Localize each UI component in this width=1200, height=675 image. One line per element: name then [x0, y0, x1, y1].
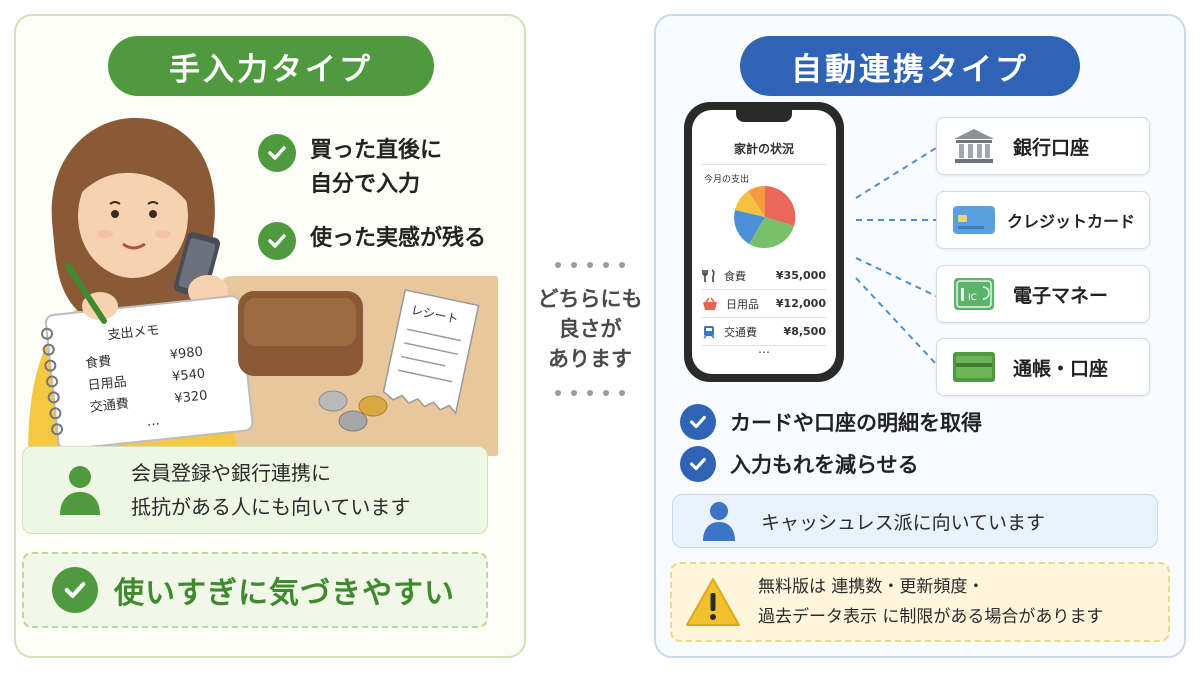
- service-passbook: 通帳・口座: [936, 338, 1150, 396]
- check-icon: [680, 404, 716, 440]
- person-icon: [60, 466, 100, 515]
- auto-type-title: 自動連携タイプ: [740, 36, 1080, 96]
- phone-screen: 家計の状況 今月の支出 食費 ¥35,000 日用品 ¥12,000 交通費 ¥…: [692, 110, 836, 374]
- pen-icon: [65, 263, 107, 324]
- expense-row-food: 食費 ¥35,000: [702, 262, 826, 290]
- basket-icon: [703, 297, 717, 310]
- notebook: 支出メモ 食費 ¥980 日用品 ¥540 交通費 ¥320 …: [41, 295, 254, 451]
- notebook-title: 支出メモ: [107, 323, 160, 343]
- ic-card-icon: IC: [951, 274, 997, 314]
- coins-icon: [318, 390, 388, 432]
- middle-message: どちらにも 良さが あります: [537, 287, 643, 371]
- free-plan-warning: 無料版は 連携数・更新頻度・ 過去データ表示 に制限がある場合があります: [670, 562, 1170, 642]
- bank-icon: [951, 126, 997, 166]
- check-icon: [680, 446, 716, 482]
- service-credit-card: クレジットカード: [936, 191, 1150, 249]
- train-icon: [703, 325, 715, 339]
- manual-type-title: 手入力タイプ: [108, 36, 434, 96]
- auto-feature-2: 入力もれを減らせる: [680, 446, 919, 482]
- warning-icon: [686, 578, 740, 626]
- woman-writing-illustration: 支出メモ 食費 ¥980 日用品 ¥540 交通費 ¥320 … レシート: [28, 117, 498, 456]
- fork-knife-icon: [702, 268, 715, 282]
- dots-bottom: [528, 390, 652, 396]
- auto-feature-1: カードや口座の明細を取得: [680, 404, 982, 440]
- svg-text:日用品: 日用品: [87, 375, 127, 394]
- svg-text:…: …: [146, 413, 160, 429]
- comparison-middle: どちらにも 良さが あります: [528, 262, 652, 432]
- svg-text:¥540: ¥540: [171, 366, 205, 384]
- auto-suitability-note: キャッシュレス派に向いています: [672, 494, 1158, 548]
- svg-text:食費: 食費: [85, 353, 113, 372]
- svg-text:交通費: 交通費: [89, 396, 129, 416]
- connector-lines: [855, 147, 937, 365]
- pie-chart-icon: [734, 186, 796, 248]
- credit-card-icon: [951, 200, 997, 240]
- manual-feature-1: 買った直後に 自分で入力: [258, 134, 442, 202]
- svg-text:¥320: ¥320: [174, 388, 208, 406]
- check-icon: [258, 134, 296, 172]
- phone-subtitle: 今月の支出: [704, 175, 750, 185]
- manual-feature-2: 使った実感が残る: [258, 222, 486, 260]
- dots-top: [528, 262, 652, 268]
- passbook-icon: [951, 347, 997, 387]
- svg-text:IC: IC: [968, 293, 977, 303]
- manual-suitability-note: 会員登録や銀行連携に 抵抗がある人にも向いています: [22, 446, 488, 534]
- check-icon: [258, 222, 296, 260]
- svg-text:¥980: ¥980: [169, 345, 203, 363]
- expense-row-daily: 日用品 ¥12,000: [702, 290, 826, 318]
- service-bank: 銀行口座: [936, 117, 1150, 175]
- manual-highlight: 使いすぎに気づきやすい: [22, 552, 488, 628]
- phone-title: 家計の状況: [733, 142, 794, 156]
- wallet-icon: [238, 291, 363, 376]
- receipt-icon: レシート: [382, 289, 480, 415]
- service-e-money: IC 電子マネー: [936, 265, 1150, 323]
- check-icon: [52, 567, 98, 613]
- face: [78, 154, 188, 278]
- person-icon: [703, 502, 735, 541]
- expense-row-transport: 交通費 ¥8,500: [702, 318, 826, 346]
- phone-mockup: 家計の状況 今月の支出 食費 ¥35,000 日用品 ¥12,000 交通費 ¥…: [684, 102, 844, 382]
